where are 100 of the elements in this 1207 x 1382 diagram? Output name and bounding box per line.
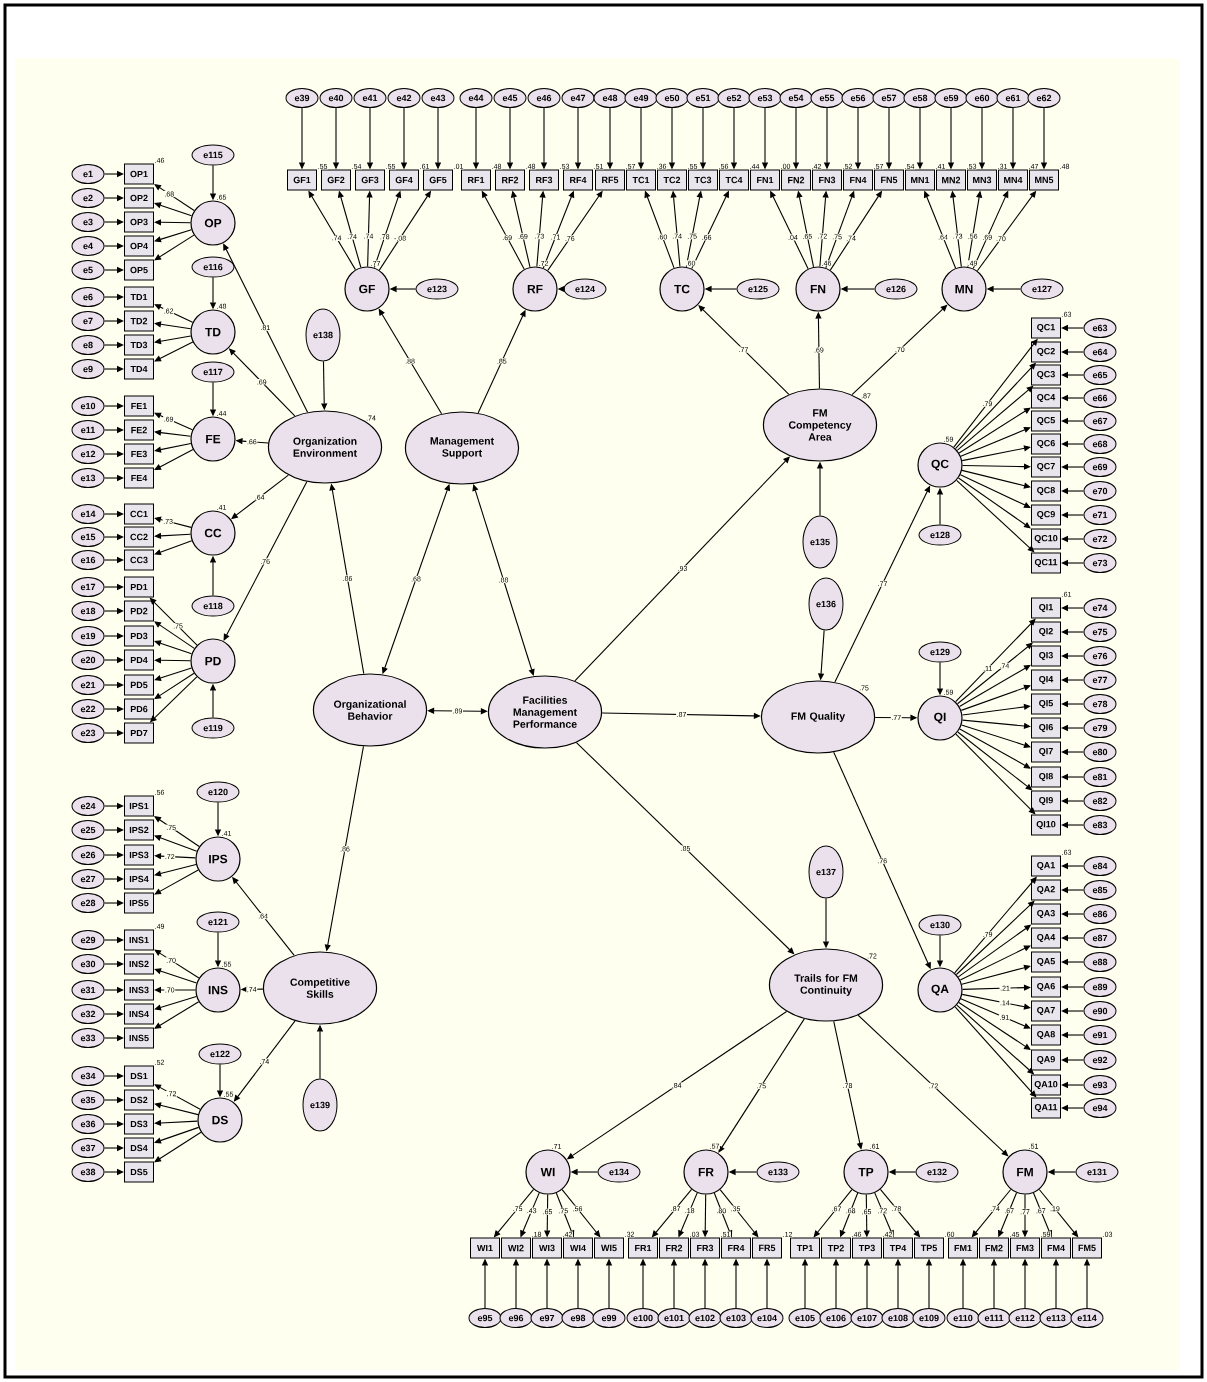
arrow bbox=[851, 304, 948, 396]
indicator-box: GF4 bbox=[389, 169, 419, 191]
indicator-box: QC2 bbox=[1031, 341, 1061, 363]
indicator-box: FM4 bbox=[1041, 1237, 1071, 1259]
indicator-box: TC1 bbox=[626, 169, 656, 191]
indicator-box: QA10 bbox=[1031, 1074, 1061, 1096]
indicator-box: QA5 bbox=[1031, 951, 1061, 973]
arrow bbox=[958, 477, 1031, 529]
indicator-box: FE1 bbox=[124, 395, 154, 417]
indicator-box: PD3 bbox=[124, 625, 154, 647]
arrow bbox=[958, 664, 1031, 708]
indicator-box: INS1 bbox=[124, 929, 154, 951]
arrow bbox=[154, 672, 195, 700]
arrow bbox=[154, 234, 195, 261]
arrow bbox=[959, 945, 1031, 981]
indicator-box: DS4 bbox=[124, 1137, 154, 1159]
indicator-box: FN2 bbox=[781, 169, 811, 191]
indicator-box: IPS3 bbox=[124, 844, 154, 866]
arrow bbox=[154, 229, 192, 243]
indicator-box: OP2 bbox=[124, 187, 154, 209]
indicator-box: QI2 bbox=[1031, 621, 1061, 643]
indicator-box: OP5 bbox=[124, 259, 154, 281]
indicator-box: PD4 bbox=[124, 649, 154, 671]
indicator-box: TD1 bbox=[124, 286, 154, 308]
indicator-box: QC8 bbox=[1031, 480, 1061, 502]
arrow bbox=[955, 900, 1035, 976]
arrow bbox=[575, 742, 795, 955]
indicator-box: WI5 bbox=[594, 1237, 624, 1259]
indicator-box: QI8 bbox=[1031, 766, 1061, 788]
arrow bbox=[960, 998, 1031, 1029]
indicator-box: QA6 bbox=[1031, 976, 1061, 998]
indicator-box: QA1 bbox=[1031, 855, 1061, 877]
indicator-box: FN1 bbox=[750, 169, 780, 191]
indicator-box: TD3 bbox=[124, 334, 154, 356]
indicator-box: TP5 bbox=[914, 1237, 944, 1259]
indicator-box: QI5 bbox=[1031, 693, 1061, 715]
indicator-box: QA8 bbox=[1031, 1024, 1061, 1046]
indicator-box: QC6 bbox=[1031, 433, 1061, 455]
indicator-box: QC1 bbox=[1031, 317, 1061, 339]
arrow bbox=[961, 469, 1031, 489]
indicator-box: TP2 bbox=[821, 1237, 851, 1259]
indicator-box: CC2 bbox=[124, 526, 154, 548]
indicator-box: QI3 bbox=[1031, 645, 1061, 667]
arrow bbox=[961, 964, 1031, 985]
indicator-box: INS3 bbox=[124, 979, 154, 1001]
arrow bbox=[154, 864, 197, 877]
indicator-box: RF5 bbox=[595, 169, 625, 191]
indicator-box: OP4 bbox=[124, 235, 154, 257]
indicator-box: QA9 bbox=[1031, 1049, 1061, 1071]
arrow bbox=[960, 427, 1031, 457]
indicator-box: FM2 bbox=[979, 1237, 1009, 1259]
indicator-box: FE4 bbox=[124, 467, 154, 489]
arrow bbox=[154, 1084, 201, 1110]
indicator-box: OP3 bbox=[124, 211, 154, 233]
arrow bbox=[961, 993, 1031, 1010]
indicator-box: RF3 bbox=[529, 169, 559, 191]
indicator-box: QC4 bbox=[1031, 387, 1061, 409]
arrow bbox=[154, 429, 192, 437]
arrow bbox=[961, 445, 1031, 462]
indicator-box: RF1 bbox=[461, 169, 491, 191]
indicator-box: TC2 bbox=[657, 169, 687, 191]
indicator-box: MN5 bbox=[1029, 169, 1059, 191]
indicator-box: PD5 bbox=[124, 674, 154, 696]
indicator-box: QC9 bbox=[1031, 504, 1061, 526]
arrow bbox=[961, 703, 1031, 716]
indicator-box: RF4 bbox=[563, 169, 593, 191]
arrow bbox=[149, 597, 198, 646]
indicator-box: QA11 bbox=[1031, 1097, 1061, 1119]
arrow bbox=[154, 1131, 202, 1163]
arrow bbox=[154, 335, 192, 345]
arrow bbox=[957, 642, 1033, 705]
arrow bbox=[154, 540, 193, 556]
indicator-box: QA7 bbox=[1031, 1000, 1061, 1022]
arrow bbox=[960, 684, 1031, 711]
arrow bbox=[154, 321, 192, 330]
arrow bbox=[154, 304, 194, 323]
indicator-box: FM1 bbox=[948, 1237, 978, 1259]
indicator-box: MN2 bbox=[936, 169, 966, 191]
indicator-box: FR1 bbox=[628, 1237, 658, 1259]
arrow bbox=[958, 407, 1031, 454]
arrow bbox=[154, 996, 197, 1011]
arrow bbox=[718, 1018, 805, 1153]
indicator-box: IPS2 bbox=[124, 819, 154, 841]
arrow bbox=[223, 243, 309, 413]
indicator-box: DS1 bbox=[124, 1065, 154, 1087]
indicator-box: MN4 bbox=[998, 169, 1028, 191]
indicator-box: WI3 bbox=[532, 1237, 562, 1259]
indicator-box: GF3 bbox=[355, 169, 385, 191]
indicator-box: TC3 bbox=[688, 169, 718, 191]
indicator-box: IPS1 bbox=[124, 795, 154, 817]
arrow bbox=[154, 1126, 200, 1144]
arrow bbox=[154, 341, 194, 362]
arrow bbox=[154, 657, 191, 664]
indicator-box: FN4 bbox=[843, 169, 873, 191]
indicator-box: CC1 bbox=[124, 503, 154, 525]
indicator-box: QI7 bbox=[1031, 741, 1061, 763]
arrow bbox=[959, 728, 1031, 769]
indicator-box: RF2 bbox=[495, 169, 525, 191]
indicator-box: DS3 bbox=[124, 1113, 154, 1135]
indicator-box: IPS4 bbox=[124, 868, 154, 890]
